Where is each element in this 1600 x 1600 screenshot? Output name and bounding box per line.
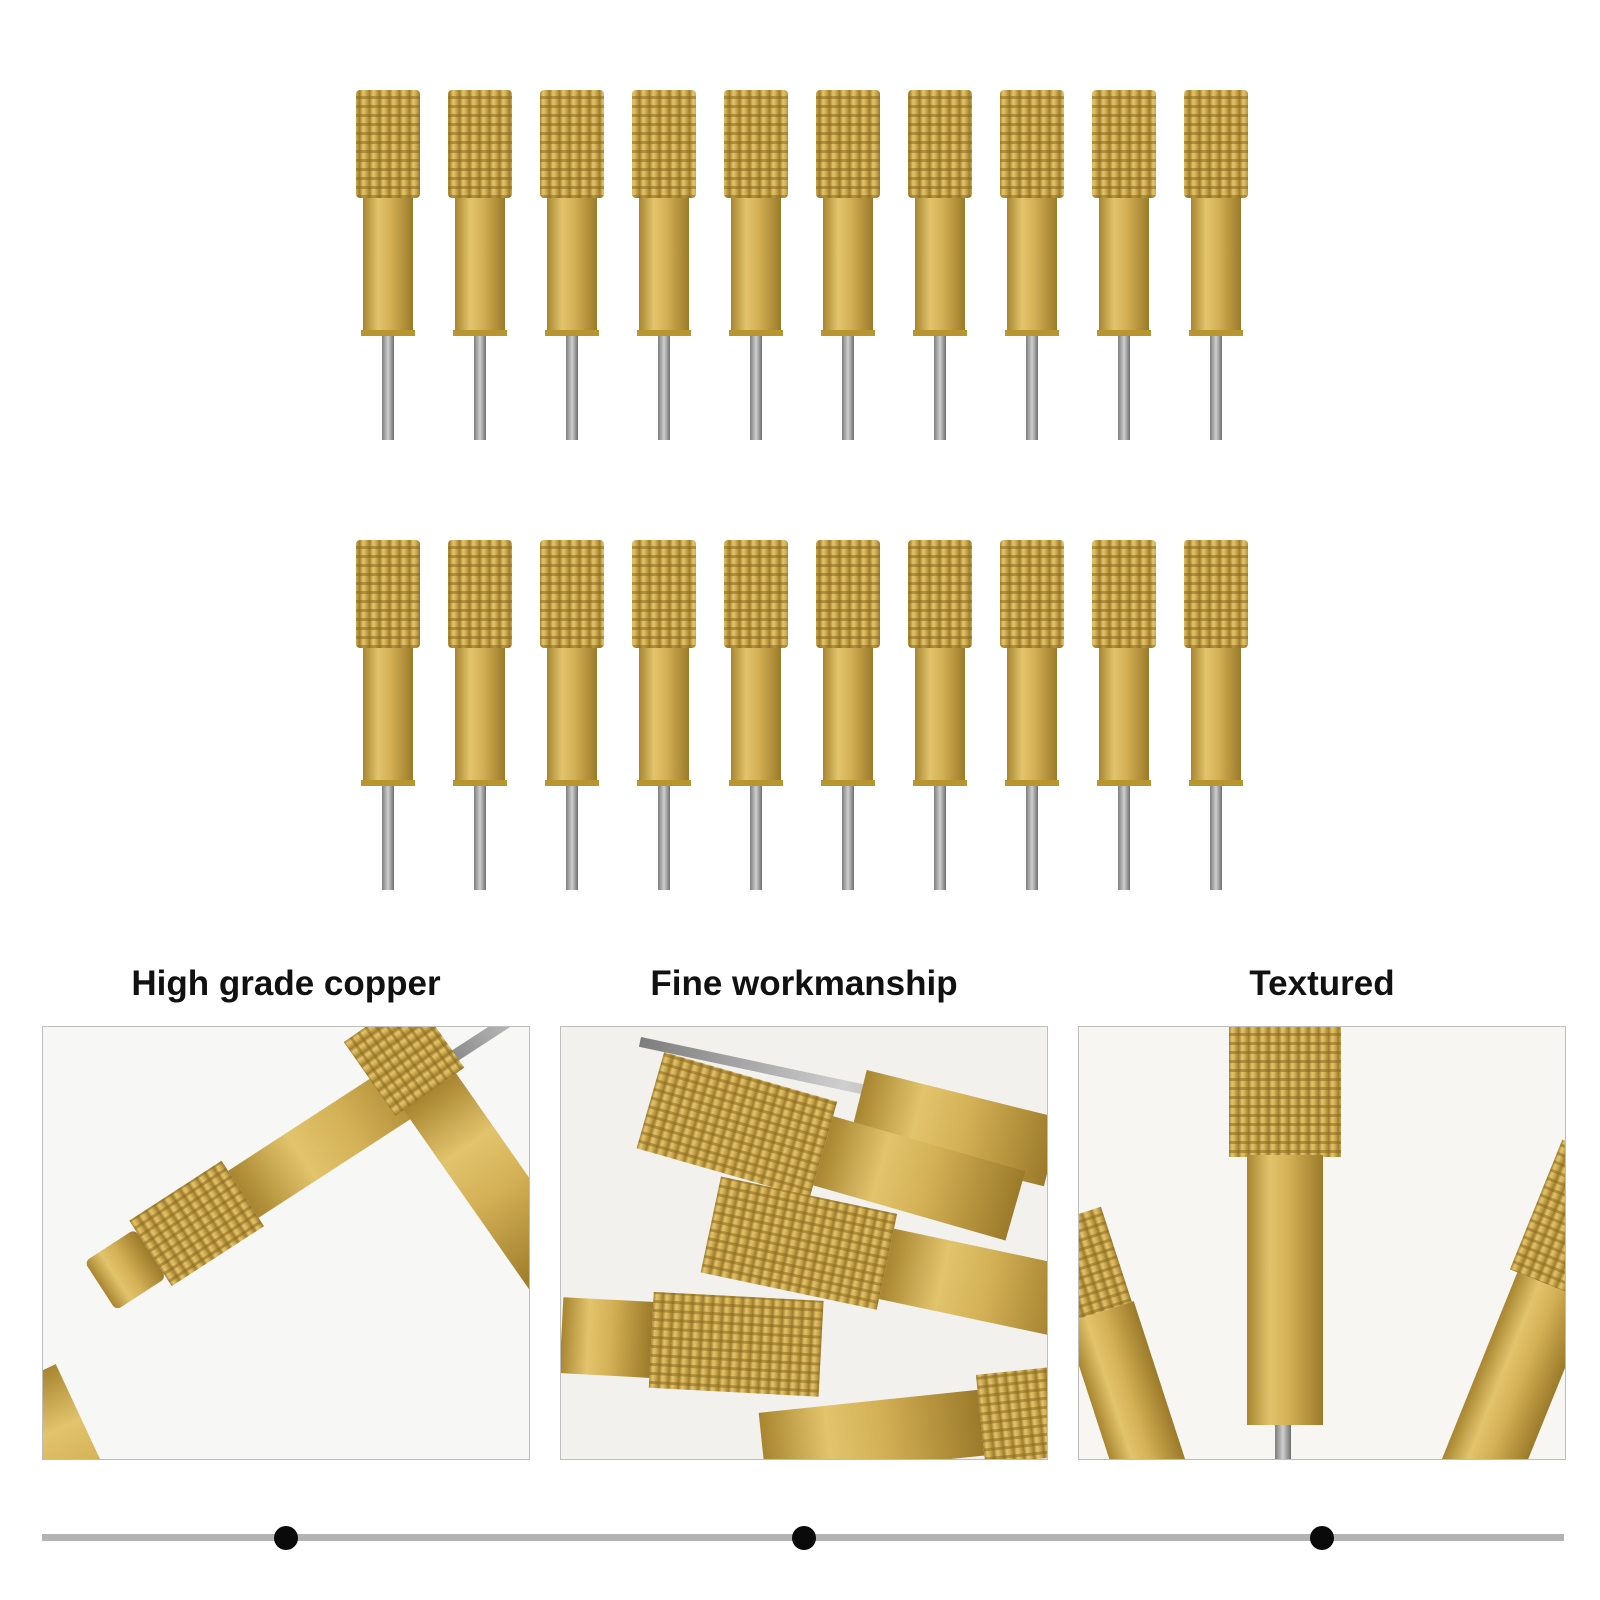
feature-photo-high-grade-copper: [42, 1026, 530, 1460]
timeline-marker-1: [274, 1526, 298, 1550]
product-pins-image: [356, 90, 1248, 890]
brass-pin: [1184, 540, 1248, 890]
brass-pin: [1184, 90, 1248, 440]
brass-pin: [1000, 540, 1064, 890]
timeline-marker-3: [1310, 1526, 1334, 1550]
brass-pin: [540, 540, 604, 890]
brass-pin: [816, 540, 880, 890]
feature-caption-textured: Textured: [1249, 964, 1395, 1003]
brass-pin: [448, 540, 512, 890]
brass-pin: [724, 540, 788, 890]
timeline-marker-2: [792, 1526, 816, 1550]
feature-caption-fine-workmanship: Fine workmanship: [650, 964, 958, 1003]
brass-pin: [448, 90, 512, 440]
brass-pin: [816, 90, 880, 440]
brass-pin: [1092, 540, 1156, 890]
brass-pin: [632, 90, 696, 440]
feature-photo-fine-workmanship: [560, 1026, 1048, 1460]
brass-pin: [908, 540, 972, 890]
feature-caption-high-grade-copper: High grade copper: [131, 964, 441, 1003]
brass-pin: [724, 90, 788, 440]
brass-pin: [356, 540, 420, 890]
brass-pin: [1000, 90, 1064, 440]
brass-pin: [356, 90, 420, 440]
brass-pin: [908, 90, 972, 440]
brass-pin: [1092, 90, 1156, 440]
feature-photo-textured: [1078, 1026, 1566, 1460]
brass-pin: [632, 540, 696, 890]
brass-pin: [540, 90, 604, 440]
